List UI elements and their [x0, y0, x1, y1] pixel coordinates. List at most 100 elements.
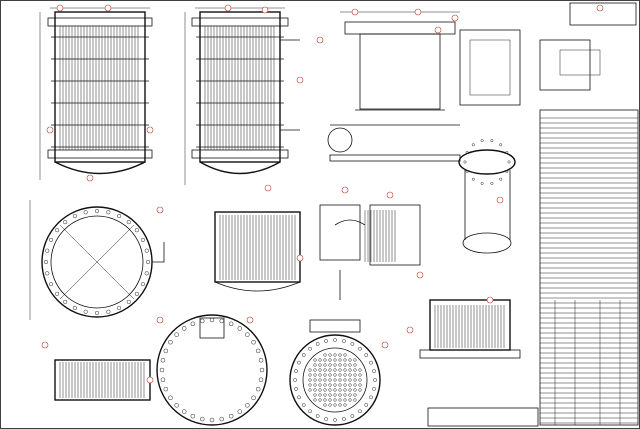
bolt-hole	[342, 339, 346, 343]
bolt-hole	[333, 338, 337, 342]
bolt-hole	[163, 348, 169, 354]
tube-hole	[328, 388, 332, 392]
bolt-hole	[163, 386, 169, 392]
tube-hole	[333, 368, 337, 372]
bolt-hole	[209, 417, 215, 423]
tube-hole	[338, 358, 342, 362]
bolt-hole	[255, 348, 261, 354]
tube-hole	[313, 388, 317, 392]
item-balloon	[261, 6, 269, 14]
tube-hole	[348, 383, 352, 387]
bolt-hole	[168, 395, 173, 401]
tube-hole	[323, 398, 327, 402]
bolt-hole	[301, 403, 306, 407]
tube-hole	[308, 383, 312, 387]
tube-hole	[348, 388, 352, 392]
bolt-hole	[45, 248, 50, 253]
tube-hole	[343, 358, 347, 362]
bolt-hole	[324, 339, 328, 343]
tube-hole	[343, 363, 347, 367]
detail-views	[459, 2, 637, 106]
bolt-hole	[181, 326, 187, 331]
item-balloon	[246, 316, 254, 324]
tube-hole	[353, 398, 357, 402]
tube-hole	[308, 378, 312, 382]
tube-hole	[328, 398, 332, 402]
bolt-hole	[134, 291, 139, 296]
bolt-hole	[94, 310, 100, 316]
tube-hole	[333, 403, 337, 407]
bolt-hole	[43, 259, 49, 265]
tube-hole	[353, 383, 357, 387]
tube-hole	[338, 353, 342, 357]
tube-hole	[353, 393, 357, 397]
tube-hole	[333, 393, 337, 397]
tube-hole	[313, 358, 317, 362]
tube-hole	[333, 398, 337, 402]
bolt-hole	[245, 403, 250, 408]
item-balloon	[496, 196, 504, 204]
tube-hole	[318, 363, 322, 367]
tube-hole	[313, 393, 317, 397]
tube-hole	[328, 358, 332, 362]
tube-hole	[348, 378, 352, 382]
bolt-hole	[168, 339, 173, 345]
tube-hole	[348, 393, 352, 397]
bolt-hole	[245, 332, 250, 337]
tube-hole	[323, 388, 327, 392]
tube-hole	[318, 398, 322, 402]
bolt-hole	[369, 360, 373, 365]
tube-hole	[333, 353, 337, 357]
bolt-hole	[106, 210, 111, 215]
bolt-hole	[63, 220, 68, 225]
tube-hole	[333, 378, 337, 382]
item-balloon	[416, 271, 424, 279]
bolt-hole	[219, 318, 225, 324]
item-balloon	[386, 191, 394, 199]
bolt-hole	[465, 151, 469, 154]
item-balloon	[451, 14, 459, 22]
bolt-hole	[106, 309, 111, 314]
bolt-hole	[190, 413, 196, 419]
item-balloon	[156, 206, 164, 214]
item-balloon	[46, 126, 54, 134]
tube-hole	[323, 358, 327, 362]
bolt-hole	[505, 170, 509, 173]
bolt-hole	[199, 416, 205, 422]
tube-hole	[338, 398, 342, 402]
bolt-hole	[505, 151, 509, 154]
bolt-hole	[140, 282, 145, 287]
tube-hole	[323, 363, 327, 367]
bolt-hole	[94, 208, 100, 214]
bolt-hole	[237, 326, 243, 331]
bolt-hole	[499, 143, 503, 147]
tube-hole	[343, 373, 347, 377]
tube-hole	[318, 393, 322, 397]
bolt-hole	[55, 228, 60, 233]
tube-hole	[323, 353, 327, 357]
bolt-hole	[160, 377, 166, 383]
bolt-hole	[49, 237, 54, 242]
item-balloon	[351, 8, 359, 16]
tube-hole	[348, 363, 352, 367]
bolt-hole	[117, 214, 122, 219]
tube-hole	[328, 368, 332, 372]
bolt-hole	[159, 367, 165, 373]
tube-hole	[323, 368, 327, 372]
bolt-hole	[174, 332, 179, 337]
tube-hole	[348, 358, 352, 362]
bolt-hole	[237, 409, 243, 414]
tube-hole	[338, 363, 342, 367]
bolt-hole	[72, 214, 77, 219]
tube-hole	[308, 368, 312, 372]
bolt-hole	[83, 210, 88, 215]
bolt-hole	[364, 353, 369, 357]
item-balloon	[224, 4, 232, 12]
tube-hole	[353, 363, 357, 367]
tube-hole	[358, 378, 362, 382]
item-balloon	[596, 4, 604, 12]
bolt-hole	[251, 339, 256, 345]
tube-hole	[323, 403, 327, 407]
bolt-hole	[219, 416, 225, 422]
